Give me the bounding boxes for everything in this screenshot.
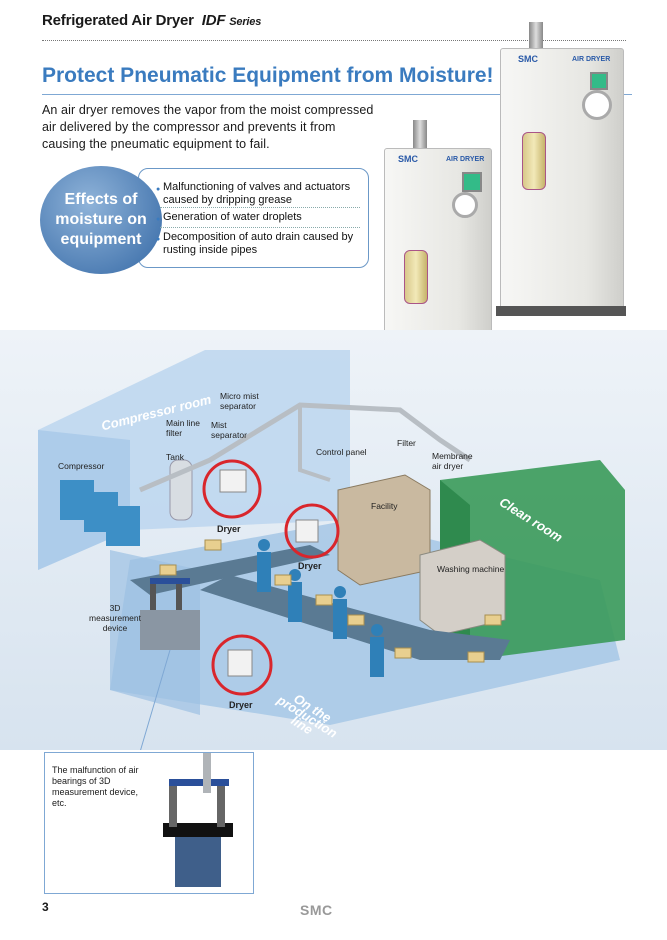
series-label: IDF Series <box>201 12 262 29</box>
label-micro-mist-separator: Micro mist separator <box>220 391 259 411</box>
effects-title-line: moisture on <box>55 211 147 228</box>
effects-title-circle: Effects of moisture on equipment <box>40 166 162 274</box>
label-tank: Tank <box>166 452 184 462</box>
effects-item: Generation of water droplets <box>156 211 363 226</box>
label-3d-measurement-device: 3D measurement device <box>89 603 141 633</box>
page-number: 3 <box>42 900 49 914</box>
effects-divider <box>160 207 360 208</box>
label-control-panel: Control panel <box>316 447 367 457</box>
inset-caption: The malfunction of air bearings of 3D me… <box>52 765 139 808</box>
page-headline: Protect Pneumatic Equipment from Moistur… <box>42 64 494 87</box>
air-dryer-panel-label: AIR DRYER <box>446 156 485 163</box>
cmm-machine-illustration <box>163 753 233 887</box>
label-dryer: Dryer <box>229 700 253 710</box>
header-divider <box>42 40 626 41</box>
label-membrane-air-dryer: Membrane air dryer <box>432 451 473 471</box>
air-dryer-small-photo: SMC AIR DRYER <box>376 120 498 352</box>
label-facility: Facility <box>371 501 398 511</box>
label-washing-machine: Washing machine <box>437 564 505 574</box>
indicator-light-icon <box>462 172 482 192</box>
filter-bowl-icon <box>404 250 428 304</box>
effects-title-line: equipment <box>60 231 142 248</box>
measurement-device-inset <box>44 752 254 894</box>
series-word: Series <box>229 16 262 28</box>
filter-bowl-icon <box>522 132 546 190</box>
label-dryer: Dryer <box>217 524 241 534</box>
air-dryer-panel-label: AIR DRYER <box>572 56 611 63</box>
product-title: Refrigerated Air Dryer <box>42 12 194 29</box>
pressure-gauge-icon <box>452 192 478 218</box>
intro-paragraph: An air dryer removes the vapor from the … <box>42 103 374 151</box>
document-header: Refrigerated Air Dryer IDF Series <box>42 12 261 29</box>
label-mist-separator: Mist separator <box>211 420 247 440</box>
headline-underline <box>42 94 632 95</box>
label-dryer: Dryer <box>298 561 322 571</box>
air-dryer-large-photo: SMC AIR DRYER <box>496 22 626 316</box>
factory-layout-diagram: Compressor room Clean room On the produc… <box>0 330 667 750</box>
effects-item: Malfunctioning of valves and actuators c… <box>156 181 363 207</box>
factory-illustration <box>0 330 667 750</box>
series-code: IDF <box>201 12 226 29</box>
footer-smc-logo: SMC <box>300 902 333 918</box>
label-filter: Filter <box>397 438 416 448</box>
indicator-light-icon <box>590 72 608 90</box>
effects-divider <box>160 227 360 228</box>
effects-title-line: Effects of <box>64 191 138 208</box>
smc-logo: SMC <box>518 54 538 64</box>
pressure-gauge-icon <box>582 90 612 120</box>
smc-logo: SMC <box>398 154 418 164</box>
effects-item: Decomposition of auto drain caused by ru… <box>156 231 363 257</box>
label-main-line-filter: Main line filter <box>166 418 201 438</box>
label-compressor: Compressor <box>58 461 105 471</box>
base-plate <box>496 306 626 316</box>
